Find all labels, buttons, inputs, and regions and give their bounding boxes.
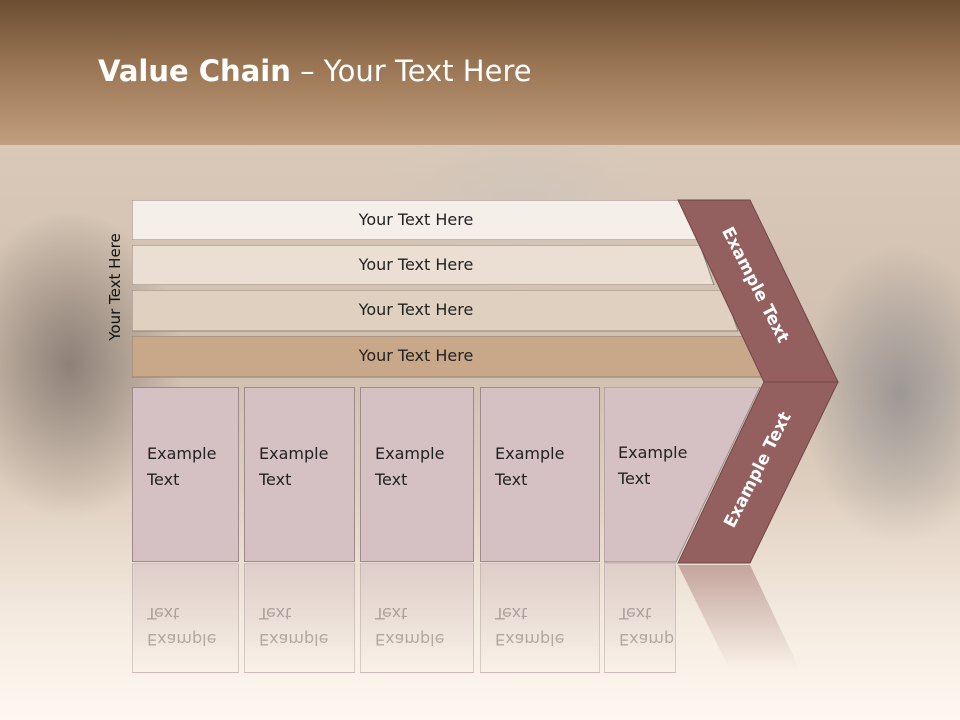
column-text-line1: Example xyxy=(259,444,329,463)
side-label: Your Text Here xyxy=(106,233,124,341)
column-text-line1: Example xyxy=(147,444,217,463)
column-text-line2: Text xyxy=(618,469,651,488)
value-chain-column: Example Text xyxy=(604,387,764,563)
row-label: Your Text Here xyxy=(358,346,474,365)
column-text-line2: Text xyxy=(259,470,292,489)
column-text-line1: Example xyxy=(495,444,565,463)
slide-title: Value Chain – Your Text Here xyxy=(98,54,532,88)
value-chain-column: Example Text xyxy=(360,387,474,562)
column-text-line2: Text xyxy=(147,470,180,489)
title-band: Value Chain – Your Text Here xyxy=(0,0,960,145)
slide-title-rest: – Your Text Here xyxy=(290,54,532,88)
row-shape xyxy=(132,290,739,332)
column-text-line2: Text xyxy=(375,470,408,489)
value-chain-column: Example Text xyxy=(480,387,600,562)
slide-title-bold: Value Chain xyxy=(98,54,291,88)
row-label: Your Text Here xyxy=(358,255,474,274)
value-chain-column: Example Text xyxy=(132,387,239,562)
column-text-line1: Example xyxy=(618,443,688,462)
column-text-line2: Text xyxy=(495,470,528,489)
row-shape xyxy=(132,200,701,240)
chevron-arrow xyxy=(677,199,839,670)
chevron-reflection xyxy=(678,565,800,670)
value-chain-column: Example Text xyxy=(244,387,355,562)
row-label: Your Text Here xyxy=(358,210,474,229)
row-label: Your Text Here xyxy=(358,300,474,319)
row-shape xyxy=(132,245,715,285)
column-text-line1: Example xyxy=(375,444,445,463)
chevron-lower-arm xyxy=(677,381,839,564)
